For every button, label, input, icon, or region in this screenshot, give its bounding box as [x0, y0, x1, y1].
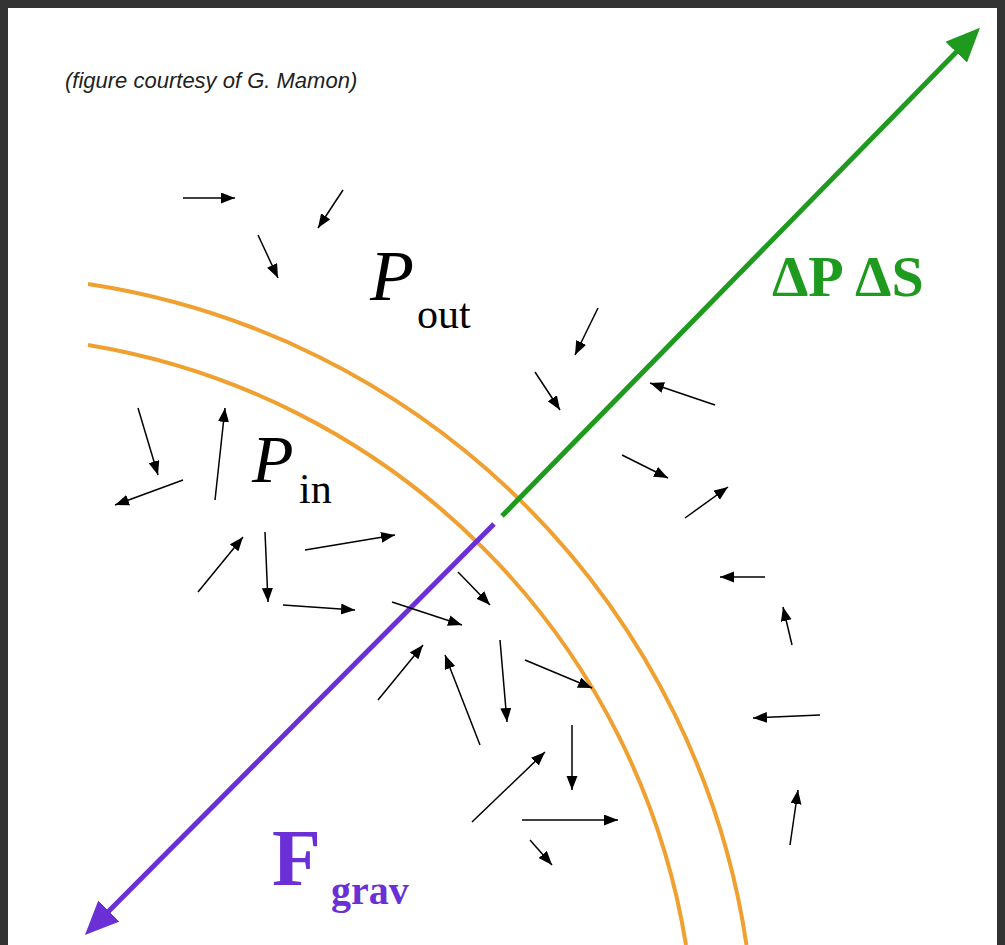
particle-arrow — [198, 537, 243, 592]
pressure-symbol: P — [252, 425, 294, 493]
pressure-force-label: ΔP ΔS — [772, 248, 924, 306]
particle-arrow — [685, 487, 728, 518]
particle-arrow — [318, 190, 343, 228]
particle-arrow — [258, 235, 278, 278]
particle-arrow — [535, 372, 560, 410]
subscript-label: in — [299, 468, 332, 510]
particle-arrow — [753, 715, 820, 718]
particle-arrow — [183, 197, 235, 199]
particle-arrow — [265, 532, 268, 602]
particle-arrow — [458, 572, 490, 605]
subscript-label: grav — [331, 871, 409, 911]
particle-arrow — [392, 602, 462, 625]
particle-arrow — [305, 535, 395, 550]
particle-arrow — [522, 819, 618, 821]
particle-arrow — [378, 645, 423, 700]
particle-arrow — [650, 383, 715, 405]
particle-arrow — [790, 790, 798, 845]
inner-shell-arc — [88, 345, 686, 945]
figure-caption: (figure courtesy of G. Mamon) — [65, 70, 357, 92]
particle-arrow — [525, 660, 592, 688]
particle-arrow — [575, 308, 598, 355]
gravity-force-arrow — [92, 524, 494, 928]
particle-arrow — [115, 480, 183, 505]
gravity-force-label: F — [272, 818, 321, 898]
particle-arrow — [571, 725, 573, 790]
particle-arrow — [500, 640, 507, 722]
particle-arrow — [720, 576, 765, 578]
particle-arrow — [530, 840, 552, 865]
outer-shell-arc — [88, 284, 747, 945]
pressure-force-arrow — [502, 35, 973, 516]
particle-arrow — [138, 408, 158, 475]
particle-arrow — [472, 752, 545, 822]
subscript-label: out — [417, 293, 471, 335]
pressure-symbol: P — [370, 240, 414, 312]
particle-arrow — [283, 605, 355, 610]
particle-arrow — [215, 408, 225, 500]
particle-arrows — [115, 190, 820, 865]
particle-arrow — [622, 455, 668, 478]
particle-arrow — [445, 655, 480, 745]
particle-arrow — [783, 607, 792, 645]
white-ground — [8, 8, 997, 945]
